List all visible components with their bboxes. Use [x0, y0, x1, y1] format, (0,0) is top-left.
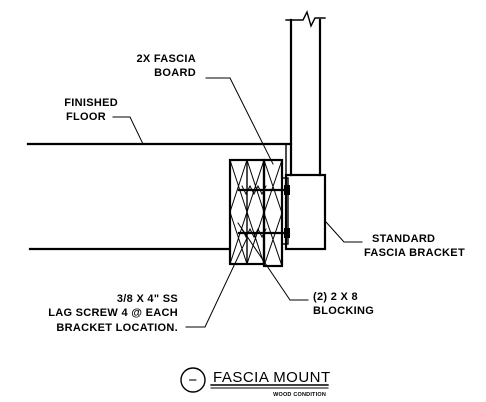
floor-slab [26, 142, 293, 251]
label-fascia-board-1: 2X FASCIA [136, 53, 196, 65]
detail-symbol: − [188, 372, 197, 389]
leader-finished-floor [112, 116, 144, 145]
leader-fascia-board [205, 77, 274, 165]
leader-bracket [325, 221, 363, 243]
title-block: − FASCIA MOUNT WOOD CONDITION [180, 367, 331, 398]
label-lag-screw-2: LAG SCREW 4 @ EACH [48, 307, 178, 319]
detail-title: FASCIA MOUNT [213, 369, 331, 386]
label-finished-floor-2: FLOOR [66, 111, 106, 123]
fascia-bracket [281, 173, 327, 251]
blocking [228, 158, 266, 266]
label-fascia-board-2: BOARD [154, 67, 196, 79]
label-bracket-2: FASCIA BRACKET [364, 247, 465, 259]
label-blocking-1: (2) 2 X 8 [313, 291, 358, 303]
post [285, 10, 326, 177]
lag-screws [237, 184, 290, 239]
label-bracket-1: STANDARD [372, 233, 435, 245]
detail-subtitle: WOOD CONDITION [273, 392, 326, 398]
detail-circle [180, 367, 206, 393]
label-blocking-2: BLOCKING [313, 305, 374, 317]
break-line [285, 10, 326, 28]
leader-lines [112, 77, 363, 328]
fascia-board [262, 158, 284, 268]
label-lag-screw-1: 3/8 X 4" SS [117, 293, 178, 305]
label-finished-floor-1: FINISHED [64, 97, 118, 109]
leader-blocking [237, 222, 309, 301]
leader-lag-screw [185, 237, 248, 328]
label-lag-screw-3: BRACKET LOCATION. [56, 322, 178, 334]
